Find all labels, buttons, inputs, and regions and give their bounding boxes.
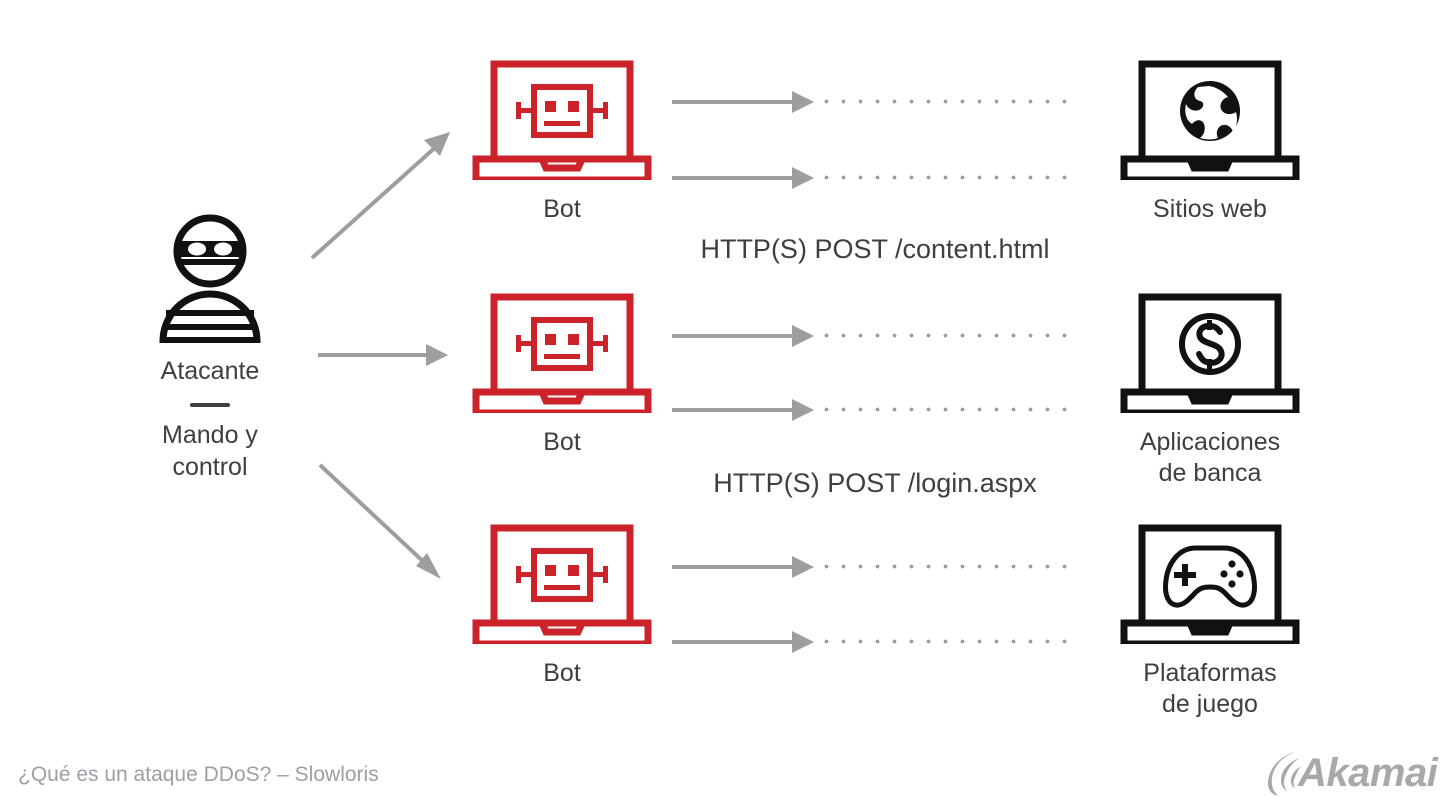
burglar-mask-icon xyxy=(159,214,261,345)
connector-bot1-a-head xyxy=(792,91,814,113)
attacker-label-secondary: Mando y control xyxy=(162,421,258,481)
attacker-label-primary: Atacante xyxy=(160,357,260,385)
connector-bot2-a-dots xyxy=(818,333,1073,338)
connector-bot2-b-dots xyxy=(818,407,1073,412)
connector-bot2-b-line xyxy=(672,408,794,412)
target-websites-node xyxy=(1120,60,1300,184)
target-gaming-node xyxy=(1120,524,1300,648)
laptop-dollar-icon xyxy=(1120,293,1300,417)
target-websites-label: Sitios web xyxy=(1153,195,1267,223)
laptop-robot-icon xyxy=(472,60,652,184)
arrow-attacker-to-bot-3 xyxy=(318,463,441,579)
connector-bot3-a-head xyxy=(792,556,814,578)
akamai-wave-icon xyxy=(1268,751,1302,796)
laptop-globe-icon xyxy=(1120,60,1300,184)
bot-3-label: Bot xyxy=(543,659,581,687)
connector-bot2-a-line xyxy=(672,334,794,338)
connector-bot1-b-head xyxy=(792,167,814,189)
target-banking-node xyxy=(1120,293,1300,417)
arrow-attacker-to-bot-2-head xyxy=(426,344,448,366)
arrow-attacker-to-bot-1 xyxy=(310,132,450,260)
connector-bot1-b-dots xyxy=(818,175,1073,180)
connector-bot3-a-dots xyxy=(818,564,1073,569)
akamai-logo: Akamai xyxy=(1262,745,1438,797)
connector-bot1-a-dots xyxy=(818,99,1073,104)
laptop-robot-icon xyxy=(472,293,652,417)
game-controller-icon xyxy=(1163,545,1257,608)
bot-2-node xyxy=(472,293,652,417)
connector-bot1-a-line xyxy=(672,100,794,104)
flow-label-login: HTTP(S) POST /login.aspx xyxy=(713,468,1037,498)
bot-3-node xyxy=(472,524,652,648)
connector-bot3-a-line xyxy=(672,565,794,569)
connector-bot2-b-head xyxy=(792,399,814,421)
target-gaming-label: Plataformas de juego xyxy=(1143,659,1277,718)
bot-2-label: Bot xyxy=(543,428,581,456)
flow-label-content: HTTP(S) POST /content.html xyxy=(700,234,1050,264)
connector-bot3-b-head xyxy=(792,631,814,653)
attacker-label-divider xyxy=(190,403,230,407)
akamai-wordmark: Akamai xyxy=(1298,751,1438,795)
laptop-robot-icon xyxy=(472,524,652,648)
arrow-attacker-to-bot-2-line xyxy=(318,353,428,357)
bot-1-node xyxy=(472,60,652,184)
footer-caption: ¿Qué es un ataque DDoS? – Slowloris xyxy=(18,763,379,786)
laptop-gamepad-icon xyxy=(1120,524,1300,648)
connector-bot2-a-head xyxy=(792,325,814,347)
connector-bot3-b-dots xyxy=(818,639,1073,644)
target-banking-label: Aplicaciones de banca xyxy=(1139,428,1281,487)
connector-bot3-b-line xyxy=(672,640,794,644)
connector-bot1-b-line xyxy=(672,176,794,180)
bot-1-label: Bot xyxy=(543,195,581,223)
attacker-node xyxy=(150,213,270,345)
globe-icon xyxy=(1180,81,1240,141)
dollar-coin-icon xyxy=(1179,313,1241,375)
